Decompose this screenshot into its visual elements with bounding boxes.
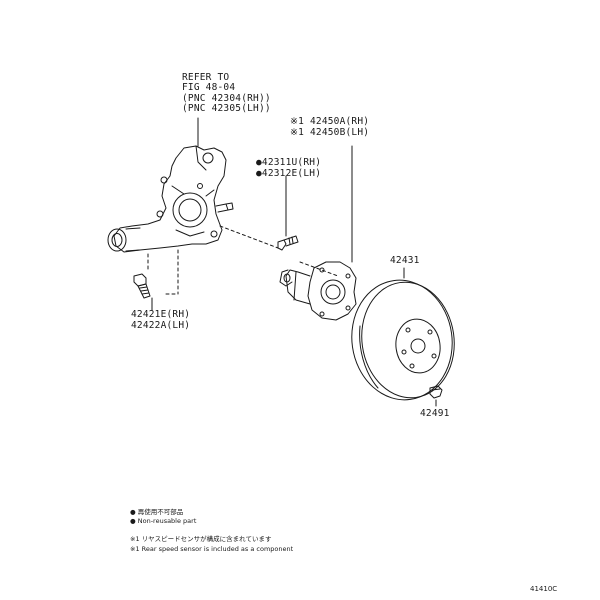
brake-disc-drawing: [351, 267, 455, 407]
hub-nut-label[interactable]: 42491: [420, 408, 450, 419]
note-non-reusable-jp: ● 再使用不可部品: [130, 508, 184, 516]
steering-knuckle-drawing: [107, 117, 234, 253]
knuckle-bolt-lh-label[interactable]: 42422A(LH): [131, 320, 191, 331]
hub-bearing-drawing: [279, 145, 357, 321]
knuckle-ref-line-1: REFER TO: [182, 72, 230, 83]
hub-nut-drawing: [429, 385, 443, 399]
knuckle-bolt-drawing: [133, 273, 153, 311]
knuckle-ref-line-3: (PNC 42304(RH)): [182, 93, 271, 104]
hub-bearing-lh-label[interactable]: ※1 42450B(LH): [290, 127, 370, 138]
hub-bearing-rh-label[interactable]: ※1 42450A(RH): [290, 116, 370, 127]
knuckle-ref-line-4: (PNC 42305(LH)): [182, 103, 271, 114]
note-non-reusable-en: ● Non-reusable part: [130, 517, 197, 525]
hub-bolt-drawing: [277, 175, 299, 251]
knuckle-ref-line-2: FIG 48-04: [182, 82, 236, 93]
hub-bolt-lh-label[interactable]: ●42312E(LH): [256, 168, 322, 179]
hub-bolt-rh-label[interactable]: ●42311U(RH): [256, 157, 322, 168]
knuckle-bolt-rh-label[interactable]: 42421E(RH): [131, 309, 191, 320]
diagram-code: 41410C: [530, 585, 558, 593]
assembly-guide-lines: [147, 225, 339, 295]
note-sensor-jp: ※1 リヤスピードセンサが構成に含まれています: [130, 535, 272, 543]
note-sensor-en: ※1 Rear speed sensor is included as a co…: [130, 545, 294, 553]
brake-disc-label[interactable]: 42431: [390, 255, 420, 266]
